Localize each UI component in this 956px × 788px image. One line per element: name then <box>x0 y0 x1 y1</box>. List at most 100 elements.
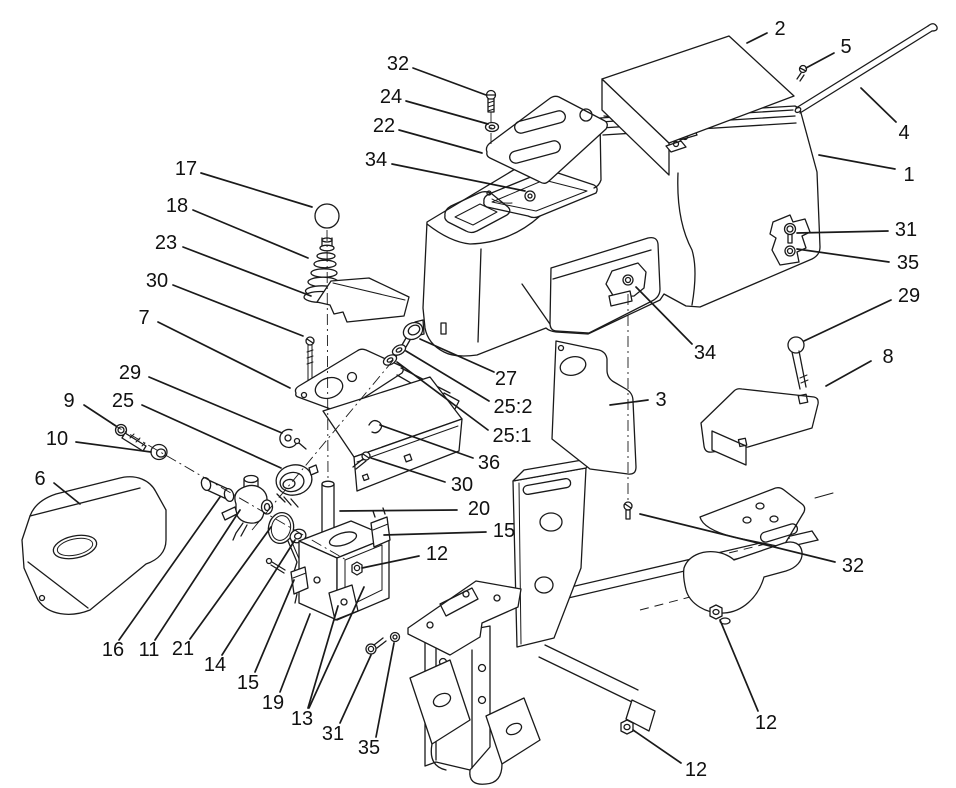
shift-rod <box>794 23 938 114</box>
leader-line-19 <box>279 613 311 693</box>
clip-nut-29-left <box>279 428 307 450</box>
callout-32: 32 <box>387 53 409 75</box>
leader-line-23 <box>182 246 312 297</box>
callout-15: 15 <box>493 520 515 542</box>
leader-line-25:2 <box>405 350 490 402</box>
shifter-knob-assembly <box>294 203 460 414</box>
indicator-plate-22 <box>485 95 608 184</box>
fuel-valve-16 <box>221 474 274 541</box>
leader-line-30 <box>370 457 446 483</box>
callout-3: 3 <box>655 389 666 411</box>
leader-line-15 <box>254 579 295 673</box>
callout-23: 23 <box>155 232 177 254</box>
leader-line-13 <box>307 605 339 709</box>
leader-line-34 <box>635 286 693 345</box>
bolt-31-right <box>783 222 797 236</box>
callout-layer: 2541313529834332121232242234171823307292… <box>34 18 920 781</box>
knob-29-right <box>787 336 809 390</box>
bushing-10 <box>150 443 168 461</box>
leader-line-18 <box>192 209 309 259</box>
callout-34: 34 <box>694 342 716 364</box>
screw-32-top <box>485 89 497 113</box>
leader-line-1 <box>818 154 896 170</box>
leader-line-12 <box>361 555 420 569</box>
nut-12-box <box>351 561 363 576</box>
screw-5 <box>796 64 808 82</box>
leader-line-12 <box>719 619 759 712</box>
knob-17 <box>314 203 340 229</box>
leader-line-14 <box>221 539 296 656</box>
callout-15: 15 <box>237 672 259 694</box>
spacer-11 <box>200 476 235 503</box>
washer-35-lower <box>389 631 401 643</box>
leader-line-31 <box>796 230 889 234</box>
callout-8: 8 <box>882 346 893 368</box>
leader-line-21 <box>189 526 272 640</box>
leader-line-10 <box>75 441 152 453</box>
callout-19: 19 <box>262 692 284 714</box>
callout-12: 12 <box>685 759 707 781</box>
nut-12-lower <box>620 719 634 735</box>
callout-29: 29 <box>119 362 141 384</box>
leader-line-8 <box>825 360 872 387</box>
nut-12-mid <box>709 604 723 620</box>
nut-35-right <box>784 245 796 257</box>
leader-line-20 <box>339 509 458 512</box>
callout-24: 24 <box>380 86 402 108</box>
console-body <box>414 105 821 357</box>
leader-line-27 <box>419 338 495 373</box>
callout-4: 4 <box>898 122 909 144</box>
callout-7: 7 <box>138 307 149 329</box>
bolt-34-arch <box>622 274 634 286</box>
switch-15-right <box>370 507 391 548</box>
leader-line-36 <box>379 424 474 459</box>
callout-12: 12 <box>755 712 777 734</box>
leader-line-25 <box>141 404 282 469</box>
leader-line-17 <box>200 172 313 208</box>
axis-lines <box>111 112 629 562</box>
callout-6: 6 <box>34 468 45 490</box>
callout-25: 25 <box>112 390 134 412</box>
callout-14: 14 <box>204 654 226 676</box>
callout-21: 21 <box>172 638 194 660</box>
callout-32: 32 <box>842 555 864 577</box>
seat-plate <box>699 487 806 547</box>
leader-line-35 <box>796 248 890 263</box>
screw-32-right <box>623 501 633 520</box>
bracket-vertical <box>512 457 595 648</box>
bracket-23 <box>316 277 410 323</box>
leader-line-12 <box>632 729 682 764</box>
leader-line-16 <box>118 496 221 641</box>
callout-2: 2 <box>774 18 785 40</box>
callout-27: 27 <box>495 368 517 390</box>
fender-bracket <box>682 541 803 625</box>
leader-line-29 <box>803 299 892 342</box>
callout-25:1: 25:1 <box>493 425 532 447</box>
leader-line-35 <box>375 642 395 738</box>
washer-24 <box>484 121 500 133</box>
callout-20: 20 <box>468 498 490 520</box>
plate-8 <box>700 388 819 453</box>
callout-12: 12 <box>426 543 448 565</box>
callout-35: 35 <box>358 737 380 759</box>
washer-25-2 <box>391 344 407 356</box>
bolt-31-lower <box>365 637 387 655</box>
leader-line-25:1 <box>396 361 489 431</box>
callout-10: 10 <box>46 428 68 450</box>
callout-22: 22 <box>373 115 395 137</box>
callout-31: 31 <box>322 723 344 745</box>
leader-line-22 <box>398 129 483 154</box>
callout-17: 17 <box>175 158 197 180</box>
callout-30: 30 <box>451 474 473 496</box>
leader-line-32 <box>412 67 487 96</box>
side-cover-6 <box>21 476 167 615</box>
console-lid <box>601 35 795 176</box>
callout-9: 9 <box>63 390 74 412</box>
leader-line-5 <box>805 52 835 69</box>
leader-line-13 <box>308 586 365 709</box>
frame-tower <box>365 580 541 785</box>
leader-line-29 <box>148 376 283 434</box>
callout-16: 16 <box>102 639 124 661</box>
leader-line-9 <box>83 404 117 427</box>
